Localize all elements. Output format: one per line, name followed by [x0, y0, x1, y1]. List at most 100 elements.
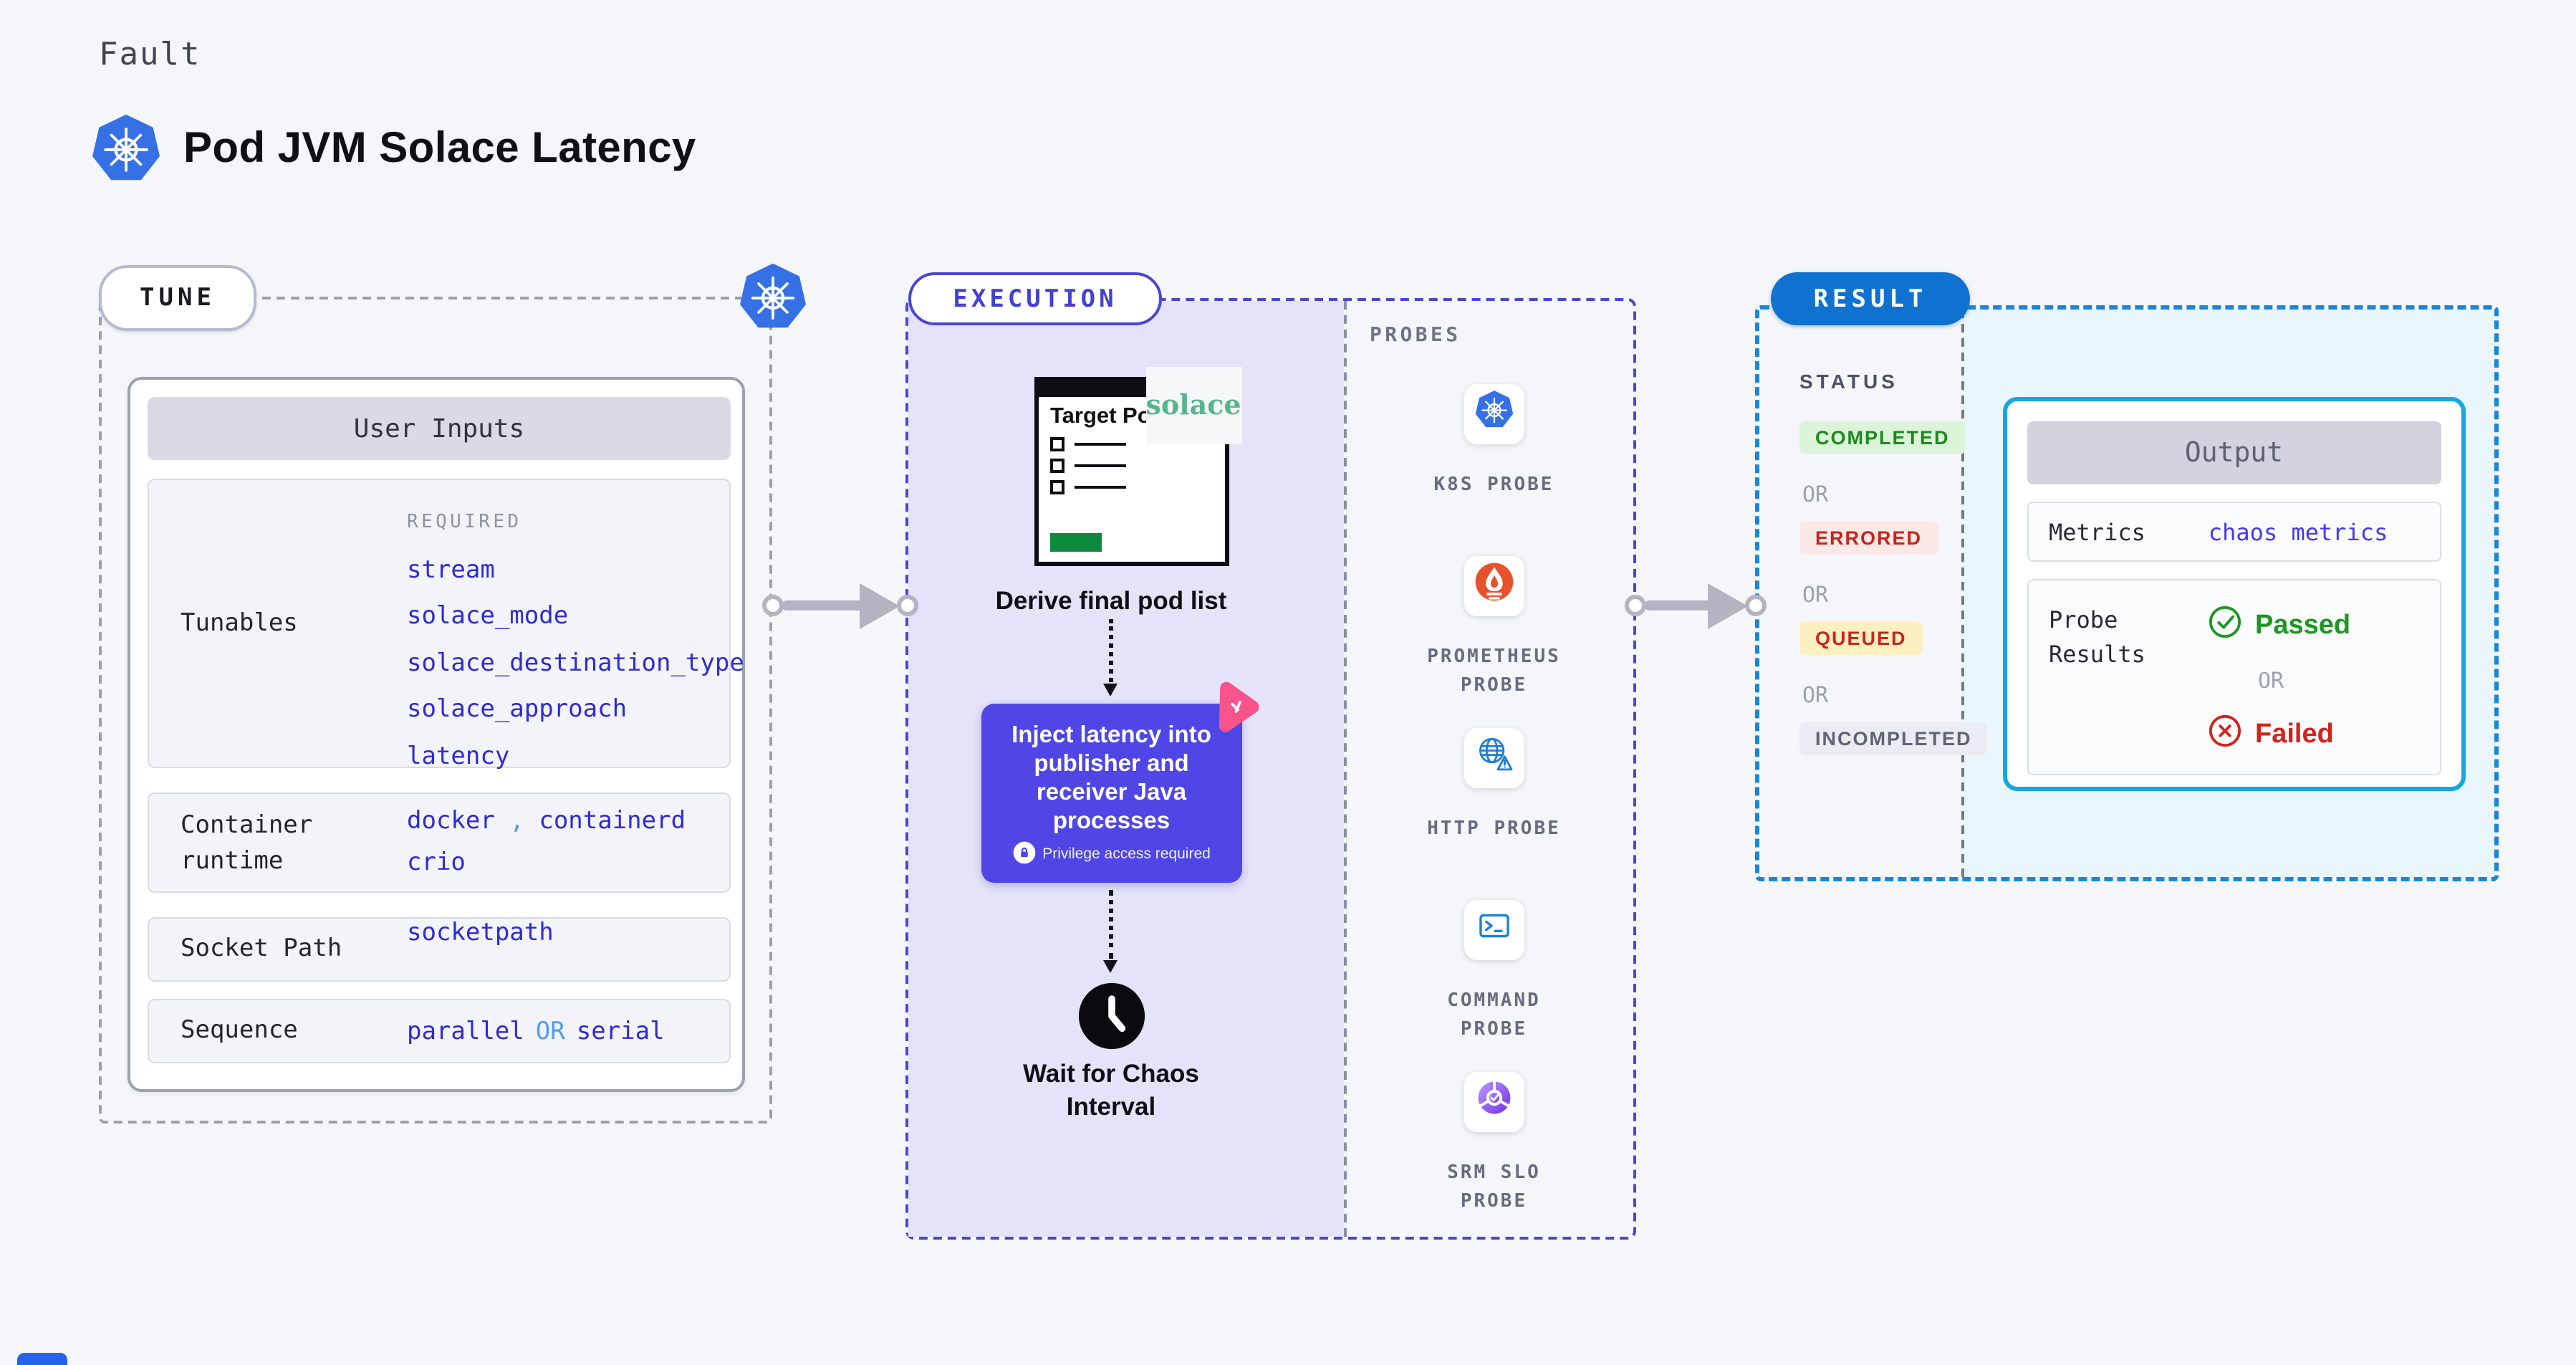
probe-card: [1464, 727, 1524, 788]
failed-line: Failed: [2208, 714, 2334, 757]
runtime-value: containerd: [539, 807, 686, 835]
tunables-values: REQUIRED stream solace_mode solace_desti…: [407, 512, 744, 770]
container-runtime-values: docker , containerd crio: [407, 807, 686, 877]
page-title: Pod JVM Solace Latency: [183, 125, 696, 172]
privilege-badge: Privilege access required: [981, 840, 1241, 868]
socket-path-row: Socket Path socketpath: [148, 917, 731, 982]
page-header: Pod JVM Solace Latency: [92, 115, 696, 183]
runtime-value: docker: [407, 807, 495, 835]
sequence-value: parallel: [407, 1017, 524, 1045]
slo-donut-icon: [1474, 1078, 1514, 1126]
kubernetes-icon: [1474, 391, 1514, 438]
metrics-value: chaos metrics: [2208, 518, 2388, 545]
tune-pill: TUNE: [99, 265, 256, 331]
derive-step-label: Derive final pod list: [995, 586, 1227, 615]
metrics-label: Metrics: [2049, 518, 2145, 545]
tunable-value: solace_destination_type: [407, 648, 744, 677]
or-connector: OR: [1802, 582, 1829, 608]
or-connector: OR: [1802, 482, 1829, 507]
flow-connector: [1109, 619, 1113, 682]
pod-checkbox-row: [1050, 458, 1225, 473]
connector-dot: [762, 595, 784, 616]
probe-label: SRM SLO PROBE: [1447, 1162, 1541, 1212]
sequence-row: Sequence parallel OR serial: [148, 999, 731, 1063]
probe-results-row: Probe Results Passed OR F: [2027, 579, 2441, 775]
kubernetes-icon: [92, 115, 160, 183]
pod-checkbox-row: [1050, 479, 1225, 494]
partial-button[interactable]: [17, 1353, 67, 1365]
status-badge-queued: QUEUED: [1799, 622, 1923, 655]
tunable-value: stream: [407, 555, 495, 584]
passed-label: Passed: [2255, 610, 2351, 641]
container-runtime-label: Container runtime: [181, 811, 313, 876]
container-runtime-row: Container runtime docker , containerd cr…: [148, 792, 731, 893]
kubernetes-icon: [739, 264, 807, 331]
connector-dot: [897, 595, 918, 616]
probes-header: PROBES: [1370, 324, 1461, 347]
probe-card: [1464, 383, 1524, 444]
progress-bar: [1050, 533, 1102, 552]
status-badge-completed: COMPLETED: [1799, 421, 1966, 454]
failed-label: Failed: [2255, 719, 2334, 749]
metrics-row: Metrics chaos metrics: [2027, 502, 2441, 562]
sequence-value: serial: [576, 1017, 665, 1045]
execution-to-result-arrow: [1645, 600, 1719, 610]
socket-path-label: Socket Path: [181, 934, 342, 964]
privilege-badge-label: Privilege access required: [1042, 846, 1211, 863]
socket-path-value: socketpath: [407, 919, 554, 947]
status-header: STATUS: [1799, 370, 1898, 393]
required-label: REQUIRED: [407, 512, 522, 533]
check-circle-icon: [2208, 605, 2242, 648]
x-circle-icon: [2208, 714, 2242, 757]
status-badge-errored: ERRORED: [1799, 522, 1938, 555]
arrowhead: [1103, 960, 1118, 973]
arrowhead: [1103, 684, 1118, 696]
probe-label: HTTP PROBE: [1427, 818, 1561, 840]
user-inputs-card: User Inputs Tunables REQUIRED stream sol…: [128, 377, 745, 1092]
probe-label: COMMAND PROBE: [1447, 990, 1541, 1040]
execution-probes-divider: [1344, 301, 1347, 1236]
inject-latency-text: Inject latency into publisher and receiv…: [1011, 722, 1211, 835]
probe-card: [1464, 1071, 1524, 1132]
inject-latency-node: Inject latency into publisher and receiv…: [981, 704, 1241, 883]
tunables-row: Tunables REQUIRED stream solace_mode sol…: [148, 479, 744, 770]
chaos-flag-icon: [1204, 679, 1264, 739]
value-separator: ,: [509, 807, 524, 835]
fault-kicker: Fault: [99, 37, 201, 73]
pod-checkbox-row: [1050, 436, 1225, 451]
arrowhead: [860, 583, 900, 628]
execution-pill: EXECUTION: [908, 272, 1162, 325]
probe-results-label: Probe Results: [2049, 606, 2145, 668]
tune-to-execution-arrow: [782, 600, 868, 610]
output-title: Output: [2027, 421, 2441, 484]
solace-logo-text: solace: [1145, 390, 1241, 421]
prometheus-icon: [1474, 562, 1514, 610]
sequence-values: parallel OR serial: [407, 1000, 665, 1062]
or-connector: OR: [2258, 668, 2284, 694]
sequence-label: Sequence: [181, 1016, 298, 1045]
probe-label: PROMETHEUS PROBE: [1427, 646, 1561, 696]
solace-logo: solace: [1145, 367, 1242, 444]
tune-section: [99, 297, 772, 1124]
arrowhead: [1708, 583, 1748, 628]
probe-card: [1464, 899, 1524, 960]
wait-step-label: Wait for Chaos Interval: [1023, 1059, 1199, 1121]
runtime-value: crio: [407, 848, 466, 877]
or-connector: OR: [1802, 682, 1829, 708]
tunable-value: latency: [407, 742, 510, 770]
probe-label: K8S PROBE: [1433, 474, 1554, 496]
output-card: Output Metrics chaos metrics Probe Resul…: [2003, 397, 2465, 791]
tunable-value: solace_approach: [407, 695, 628, 724]
or-connector: OR: [535, 1017, 565, 1045]
globe-alert-icon: [1474, 734, 1514, 782]
connector-dot: [1625, 595, 1646, 616]
flow-connector: [1109, 890, 1113, 959]
user-inputs-title: User Inputs: [148, 397, 731, 460]
status-badge-incompleted: INCOMPLETED: [1799, 722, 1988, 755]
probe-card: [1464, 555, 1524, 616]
lock-icon: [1012, 840, 1035, 868]
result-pill: RESULT: [1771, 272, 1970, 325]
connector-dot: [1744, 595, 1766, 616]
terminal-icon: [1474, 906, 1514, 954]
